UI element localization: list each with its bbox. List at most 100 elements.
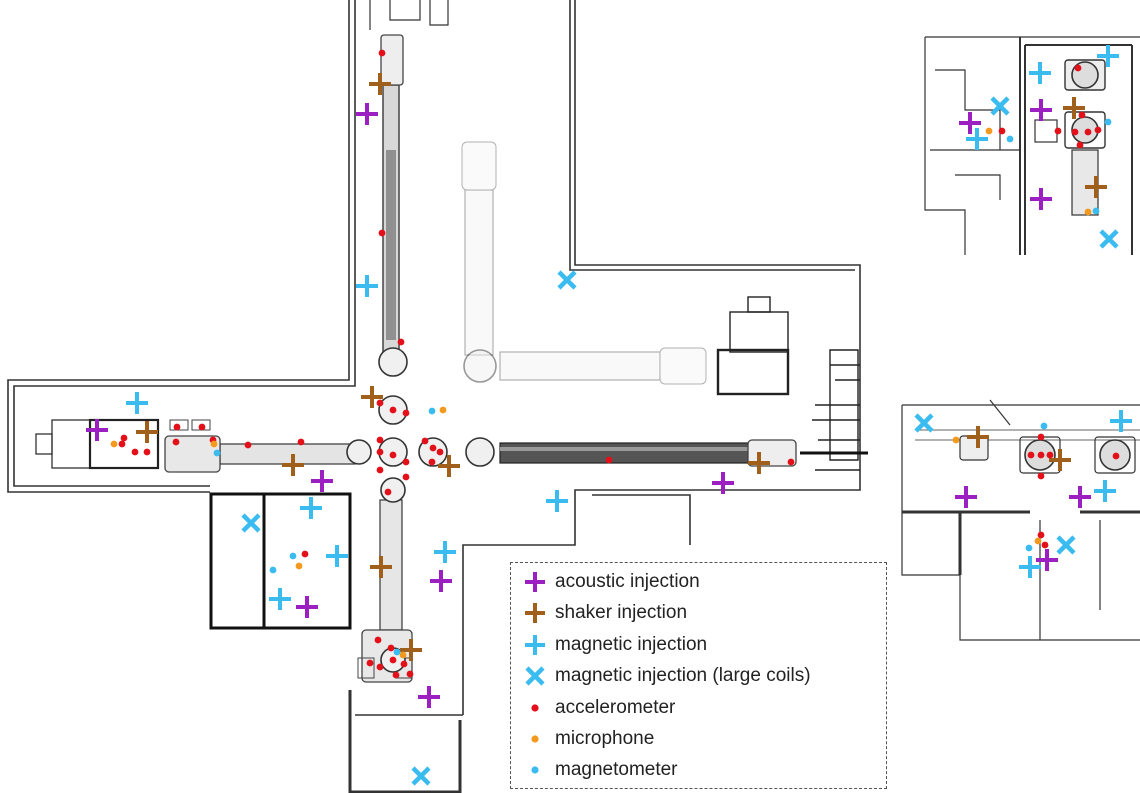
acoustic-injection-marker <box>86 419 108 441</box>
accelerometer-dot <box>378 229 386 237</box>
microphone-dot <box>1084 208 1092 216</box>
accelerometer-dot <box>301 550 309 558</box>
legend-label: microphone <box>555 728 655 749</box>
legend-label: magnetic injection (large coils) <box>555 665 811 687</box>
accelerometer-dot <box>1037 451 1045 459</box>
legend: acoustic injection shaker injection magnet… <box>510 562 887 789</box>
accelerometer-dot <box>120 434 128 442</box>
shaker-injection-marker <box>361 386 383 408</box>
microphone-dot <box>110 440 118 448</box>
magnetic-coil-legend-icon <box>525 666 545 686</box>
acoustic-injection-marker <box>712 472 734 494</box>
magnetometer-legend-icon <box>531 766 539 774</box>
accelerometer-dot <box>378 49 386 57</box>
accelerometer-dot <box>1041 541 1049 549</box>
magnetometer-dot <box>428 407 436 415</box>
magnetometer-dot <box>393 648 401 656</box>
legend-label: shaker injection <box>555 602 688 624</box>
accelerometer-dot <box>1076 141 1084 149</box>
accelerometer-dot <box>376 466 384 474</box>
accelerometer-dot <box>376 436 384 444</box>
accelerometer-dot <box>998 127 1006 135</box>
shaker-injection-marker <box>967 426 989 448</box>
accelerometer-dot <box>421 437 429 445</box>
magnetic-injection-marker <box>966 128 988 150</box>
acoustic-injection-marker <box>959 112 981 134</box>
shaker-injection-marker <box>369 73 391 95</box>
microphone-dot <box>295 562 303 570</box>
acoustic-injection-marker <box>356 103 378 125</box>
building-walls <box>7 0 861 793</box>
accelerometer-dot <box>198 423 206 431</box>
accelerometer-dot <box>400 660 408 668</box>
accelerometer-dot <box>1037 472 1045 480</box>
legend-item: acoustic injection <box>511 567 700 597</box>
markers-layer <box>86 45 1132 786</box>
acoustic-legend-icon <box>525 572 545 592</box>
magnetometer-dot <box>289 552 297 560</box>
beam-tube-east <box>499 439 868 467</box>
accelerometer-dot <box>1084 128 1092 136</box>
accelerometer-dot <box>392 671 400 679</box>
magnetometer-dot <box>1092 207 1100 215</box>
accelerometer-dot <box>1054 127 1062 135</box>
accelerometer-dot <box>1046 451 1054 459</box>
magnetometer-dot <box>213 449 221 457</box>
shaker-injection-marker <box>1085 176 1107 198</box>
shaker-injection-marker <box>748 452 770 474</box>
legend-label: magnetic injection <box>555 633 708 655</box>
accelerometer-dot <box>436 448 444 456</box>
magnetic-coil-marker <box>557 270 577 290</box>
shaker-injection-marker <box>136 421 158 443</box>
acoustic-injection-marker <box>1030 188 1052 210</box>
accelerometer-dot <box>244 441 252 449</box>
microphone-dot <box>399 651 407 659</box>
accelerometer-dot <box>397 338 405 346</box>
left-station-room <box>35 418 160 470</box>
magnetometer-dot <box>1006 135 1014 143</box>
accelerometer-dot <box>366 659 374 667</box>
accelerometer-dot <box>376 399 384 407</box>
accelerometer-dot <box>1037 433 1045 441</box>
accelerometer-dot <box>384 488 392 496</box>
legend-item: shaker injection <box>511 598 687 628</box>
magnetic-injection-marker <box>1097 45 1119 67</box>
magnetic-coil-marker <box>411 766 431 786</box>
accelerometer-dot <box>402 473 410 481</box>
magnetic-injection-marker <box>269 588 291 610</box>
acoustic-injection-marker <box>1036 549 1058 571</box>
magnetometer-dot <box>269 566 277 574</box>
accelerometer-dot <box>143 448 151 456</box>
magnetic-injection-marker <box>1029 62 1051 84</box>
legend-label: acoustic injection <box>555 571 700 592</box>
magnetometer-dot <box>1104 118 1112 126</box>
magnetic-injection-marker <box>434 541 456 563</box>
microphone-dot <box>439 406 447 414</box>
magnetic-coil-marker <box>241 513 261 533</box>
accelerometer-dot <box>297 438 305 446</box>
beam-tube-faint-east <box>499 347 707 385</box>
shaker-injection-marker <box>1049 449 1071 471</box>
magnetic-injection-marker <box>300 497 322 519</box>
accelerometer-dot <box>376 663 384 671</box>
accelerometer-legend-icon <box>531 703 539 712</box>
magnetometer-dot <box>1040 422 1048 430</box>
accelerometer-dot <box>389 656 397 664</box>
accelerometer-dot <box>376 448 384 456</box>
magnetic-injection-marker <box>1019 556 1041 578</box>
acoustic-injection-marker <box>418 686 440 708</box>
beam-tube-faint-north <box>461 141 497 356</box>
vacuum-chambers <box>346 347 497 673</box>
accelerometer-dot <box>402 409 410 417</box>
microphone-dot <box>1034 537 1042 545</box>
lab-rooms <box>209 492 352 630</box>
accelerometer-dot <box>1027 451 1035 459</box>
magnetometer-dot <box>1025 544 1033 552</box>
accelerometer-dot <box>787 458 795 466</box>
accelerometer-dot <box>1078 111 1086 119</box>
acoustic-injection-marker <box>1030 99 1052 121</box>
magnetic-injection-marker <box>1094 480 1116 502</box>
accelerometer-dot <box>406 670 414 678</box>
magnetic-injection-marker <box>126 392 148 414</box>
